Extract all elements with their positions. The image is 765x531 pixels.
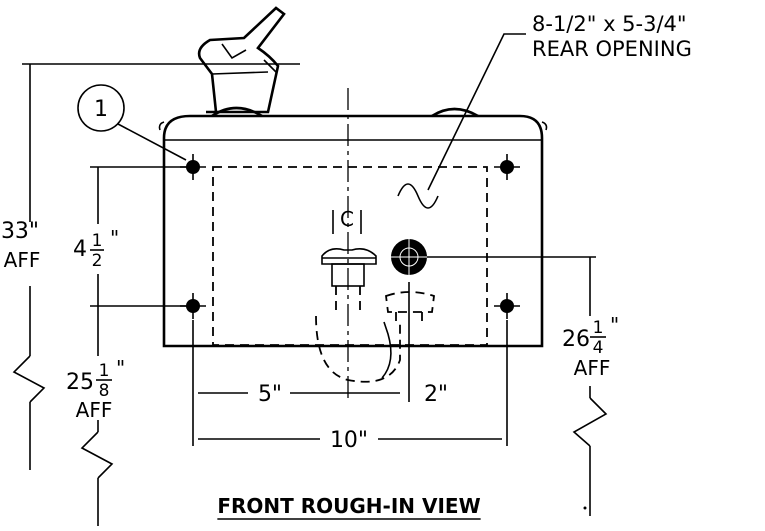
supply-to-drain-dimension: 2" xyxy=(424,382,448,407)
centerline-symbol: C xyxy=(332,207,362,234)
overall-height-value: 33" xyxy=(1,219,39,244)
lower-holes-height-dimension: 25 1 8 " AFF xyxy=(66,306,125,526)
horizontal-dimensions: 5" 2" 10" xyxy=(192,282,508,453)
vertical-spacing-whole: 4 xyxy=(73,237,87,262)
mounting-holes xyxy=(180,154,520,319)
overall-height-dimension: 33" AFF xyxy=(1,64,46,470)
drain-height-whole: 26 xyxy=(562,327,590,352)
overall-height-ref: AFF xyxy=(4,248,41,272)
drain-height-denominator: 4 xyxy=(593,338,604,358)
vertical-spacing-denominator: 2 xyxy=(92,251,103,271)
drain-trap xyxy=(315,315,401,383)
callout-number: 1 xyxy=(94,97,108,122)
drain-height-unit: " xyxy=(610,313,619,337)
lower-holes-whole: 25 xyxy=(66,370,94,395)
vertical-hole-spacing-dimension: 4 1 2 " xyxy=(73,166,188,307)
drain-height-dimension: 26 1 4 " AFF xyxy=(562,257,619,516)
drain-height-numerator: 1 xyxy=(593,318,604,338)
fountain-housing xyxy=(158,106,548,348)
callout-1: 1 xyxy=(77,84,187,161)
hole-spacing-horizontal-dimension: 10" xyxy=(330,428,368,453)
lower-holes-unit: " xyxy=(116,356,125,380)
rear-opening-note: 8-1/2" x 5-3/4" REAR OPENING xyxy=(397,12,692,209)
bubbler-nozzle xyxy=(197,6,286,114)
lower-holes-denominator: 8 xyxy=(99,381,110,401)
centerline-label: C xyxy=(340,207,354,231)
opening-size-text: 8-1/2" x 5-3/4" xyxy=(532,12,687,36)
view-title: FRONT ROUGH-IN VIEW xyxy=(217,494,480,518)
opening-label-text: REAR OPENING xyxy=(532,37,692,61)
waste-pipe xyxy=(381,321,392,379)
center-to-supply-dimension: 5" xyxy=(258,382,282,407)
rear-opening-outline xyxy=(212,166,488,346)
vertical-spacing-unit: " xyxy=(110,226,119,250)
lower-holes-ref: AFF xyxy=(76,398,113,422)
drawing-mark xyxy=(583,506,587,510)
trap-fitting xyxy=(385,291,435,326)
lower-holes-numerator: 1 xyxy=(99,361,110,381)
supply-valve xyxy=(321,248,377,316)
vertical-spacing-numerator: 1 xyxy=(92,231,103,251)
drain-height-ref: AFF xyxy=(574,356,611,380)
drain-hole xyxy=(391,239,596,275)
